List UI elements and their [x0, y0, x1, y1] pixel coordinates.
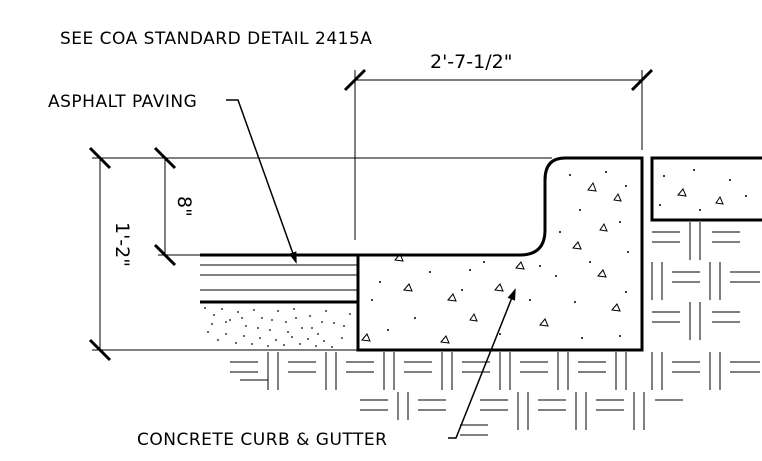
- overall-height-dimension-text: 1'-2": [111, 222, 133, 267]
- concrete-curb-gutter-label: CONCRETE CURB & GUTTER: [137, 430, 387, 450]
- curb-gutter-section: [356, 156, 644, 352]
- concrete-leader: CONCRETE CURB & GUTTER: [137, 288, 516, 450]
- width-dimension: 2'-7-1/2": [343, 51, 654, 240]
- detail-reference-note: SEE COA STANDARD DETAIL 2415A: [60, 29, 372, 49]
- concrete-dots: [371, 169, 747, 339]
- sidewalk-slab: [650, 156, 762, 222]
- subgrade-hatch: [230, 222, 760, 436]
- aggregate-base-stipple: [204, 307, 351, 348]
- asphalt-paving-label: ASPHALT PAVING: [48, 92, 197, 112]
- asphalt-leader: ASPHALT PAVING: [48, 92, 297, 264]
- asphalt-paving: [200, 253, 358, 304]
- height-dimensions: 1'-2" 8": [88, 146, 552, 362]
- width-dimension-text: 2'-7-1/2": [430, 51, 512, 73]
- curb-height-dimension-text: 8": [173, 196, 195, 217]
- concrete-aggregate: [361, 181, 724, 344]
